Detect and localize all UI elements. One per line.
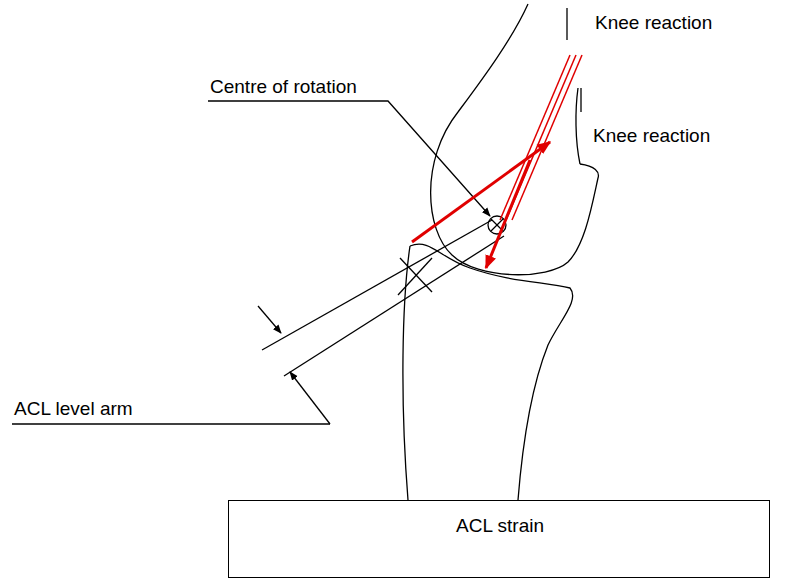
callout-label: ACL level arm [14, 398, 133, 420]
node-text: Knee reaction [593, 125, 713, 147]
node-text: ACL strain [456, 515, 546, 537]
leader-line [208, 101, 490, 216]
tibial-plateau [410, 244, 573, 500]
dimension-arrow [258, 306, 281, 333]
femur-shaft [576, 88, 580, 164]
node-text: Knee reaction [595, 12, 715, 34]
lever-arm-line [284, 236, 504, 376]
label-box: Knee reaction [583, 113, 788, 163]
callout-label: Centre of rotation [210, 76, 357, 98]
leader-line [12, 423, 330, 424]
reaction-force-arrow [486, 160, 530, 268]
lever-arm-line [262, 220, 492, 350]
reaction-lines [500, 55, 570, 220]
reaction-lines [512, 55, 582, 220]
dimension-arrow [290, 372, 330, 424]
label-box: Knee reaction [569, 0, 788, 50]
tibia-outline [403, 246, 410, 500]
acl-force-arrow [412, 142, 550, 242]
result-box: ACL strain [228, 500, 770, 578]
box-edge [580, 88, 581, 112]
box-edge [566, 8, 567, 40]
